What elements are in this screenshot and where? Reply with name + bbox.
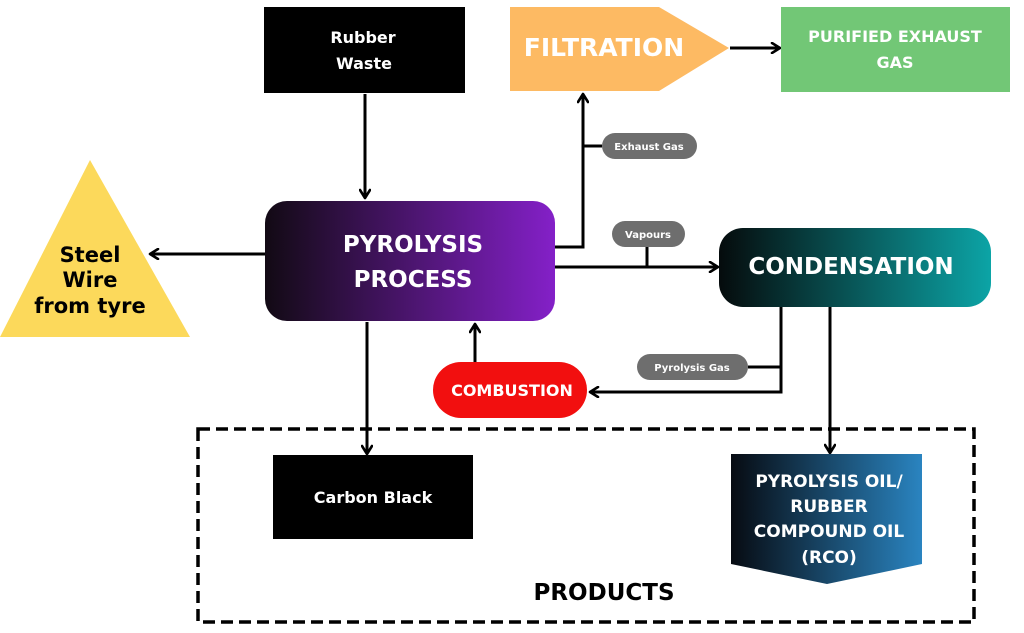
- pyrolysis-oil-line-1: PYROLYSIS OIL/: [755, 472, 903, 492]
- pyrolysis-oil-line-3: COMPOUND OIL: [754, 522, 905, 542]
- pyrolysis-oil-line-4: (RCO): [801, 548, 857, 568]
- node-steel-wire: Steel Wire from tyre: [0, 160, 190, 337]
- connectors: [150, 48, 830, 454]
- filtration-label: FILTRATION: [524, 33, 684, 62]
- steel-wire-line-1: Steel: [60, 243, 121, 267]
- node-purified-exhaust-gas: PURIFIED EXHAUST GAS: [781, 7, 1010, 92]
- pyrolysis-gas-label: Pyrolysis Gas: [654, 363, 730, 374]
- exhaust-gas-label: Exhaust Gas: [614, 142, 683, 153]
- combustion-label: COMBUSTION: [451, 381, 573, 400]
- pyrolysis-process-line-2: PROCESS: [354, 267, 473, 293]
- node-carbon-black: Carbon Black: [273, 455, 473, 539]
- node-filtration: FILTRATION: [510, 7, 729, 91]
- products-group-label: PRODUCTS: [533, 580, 674, 606]
- rubber-waste-line-1: Rubber: [330, 28, 395, 47]
- node-pyrolysis-oil: PYROLYSIS OIL/ RUBBER COMPOUND OIL (RCO): [731, 454, 922, 584]
- edge-label-exhaust-gas: Exhaust Gas: [602, 133, 697, 159]
- node-condensation: CONDENSATION: [719, 228, 991, 307]
- edge-condensation-to-combustion: [590, 307, 783, 392]
- edge-label-pyrolysis-gas: Pyrolysis Gas: [637, 354, 748, 380]
- purified-exhaust-line-1: PURIFIED EXHAUST: [808, 27, 982, 46]
- vapours-label: Vapours: [625, 230, 671, 241]
- pyrolysis-oil-line-2: RUBBER: [790, 497, 868, 517]
- node-rubber-waste: Rubber Waste: [264, 7, 465, 93]
- carbon-black-label: Carbon Black: [314, 488, 433, 507]
- edge-pyrolysis-to-filtration: [555, 94, 583, 249]
- products-group-border: [196, 427, 976, 624]
- purified-exhaust-line-2: GAS: [876, 53, 913, 72]
- steel-wire-line-3: from tyre: [34, 294, 145, 318]
- node-pyrolysis-process: PYROLYSIS PROCESS: [265, 201, 555, 321]
- rubber-waste-line-2: Waste: [336, 54, 392, 73]
- pyrolysis-process-line-1: PYROLYSIS: [343, 232, 483, 258]
- condensation-label: CONDENSATION: [748, 254, 953, 280]
- steel-wire-line-2: Wire: [63, 268, 118, 292]
- edge-label-vapours: Vapours: [612, 221, 685, 247]
- node-combustion: COMBUSTION: [433, 362, 587, 418]
